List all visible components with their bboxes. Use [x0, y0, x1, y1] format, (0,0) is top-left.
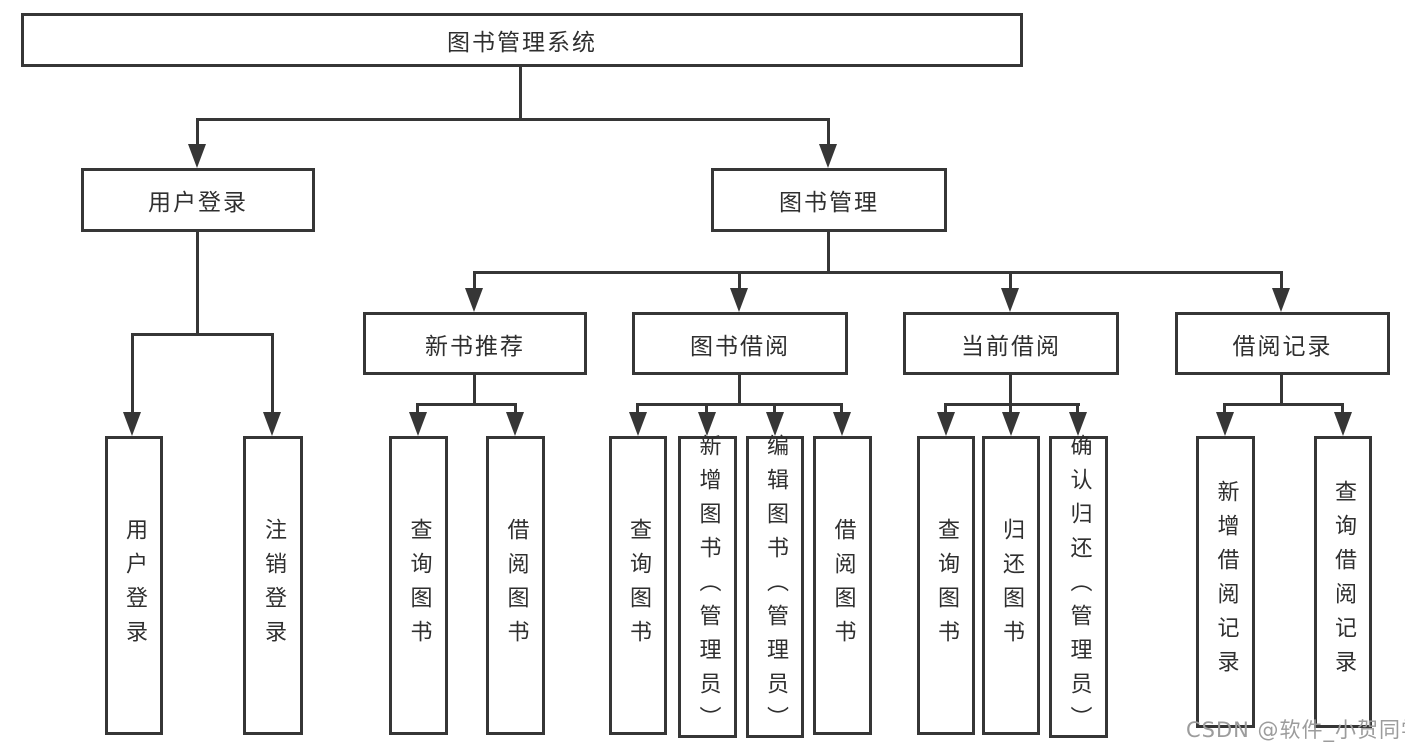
arrowhead — [409, 412, 427, 436]
leaf-add-borrow-record: 新增借阅记录 — [1196, 436, 1255, 728]
arrowhead-new-book — [465, 288, 483, 312]
node-book-borrowing: 图书借阅 — [632, 312, 848, 375]
leaf-borrow-books-recommend-label: 借阅图书 — [503, 517, 529, 654]
connector-stem-leaf-logout — [271, 333, 274, 414]
csdn-watermark: CSDN @软件_小贺同学 — [1186, 718, 1405, 742]
connector-borrowing-records-branch — [1223, 403, 1344, 406]
connector-current-borrowing-trunk — [1009, 375, 1012, 405]
leaf-edit-books-admin: 编辑图书（管理员） — [746, 434, 804, 740]
connector-stem-leaf-user-login — [131, 333, 134, 414]
leaf-logout: 注销登录 — [243, 436, 303, 735]
connector-stem — [944, 403, 947, 414]
leaf-add-books-admin-label: 新增图书（管理员） — [695, 434, 721, 740]
node-library-system-label: 图书管理系统 — [447, 30, 597, 56]
connector-stem — [1223, 403, 1226, 414]
connector-new-book-branch — [416, 403, 517, 406]
leaf-query-borrow-record: 查询借阅记录 — [1314, 436, 1372, 728]
leaf-query-books-borrowing: 查询图书 — [609, 436, 667, 735]
connector-new-book-trunk — [473, 375, 476, 405]
leaf-logout-label: 注销登录 — [261, 517, 286, 654]
node-borrowing-records-label: 借阅记录 — [1232, 333, 1333, 360]
leaf-query-borrow-record-label: 查询借阅记录 — [1331, 480, 1356, 684]
leaf-confirm-return-admin: 确认归还（管理员） — [1049, 434, 1108, 740]
node-new-book-recommendation: 新书推荐 — [363, 312, 587, 375]
connector-user-login-branch — [131, 333, 274, 336]
connector-current-borrowing-branch — [944, 403, 1080, 406]
leaf-return-books: 归还图书 — [982, 436, 1040, 735]
connector-stem — [514, 403, 517, 414]
arrowhead-book-borrow — [730, 288, 748, 312]
leaf-borrow-books: 借阅图书 — [813, 436, 872, 735]
connector-stem — [1341, 403, 1344, 414]
connector-stem — [840, 403, 843, 414]
arrowhead — [506, 412, 524, 436]
connector-stem — [1009, 403, 1012, 414]
connector-root-trunk — [519, 67, 522, 120]
arrowhead — [629, 412, 647, 436]
connector-stem-book-borrow — [738, 271, 741, 290]
arrowhead — [1216, 412, 1234, 436]
connector-book-borrowing-trunk — [738, 375, 741, 405]
leaf-query-books-current: 查询图书 — [917, 436, 975, 735]
leaf-user-login: 用户登录 — [105, 436, 163, 735]
leaf-query-books-recommend-label: 查询图书 — [406, 517, 432, 654]
node-book-management: 图书管理 — [711, 168, 947, 232]
node-current-borrowing: 当前借阅 — [903, 312, 1119, 375]
leaf-user-login-label: 用户登录 — [122, 517, 147, 654]
leaf-borrow-books-recommend: 借阅图书 — [486, 436, 545, 735]
connector-stem — [416, 403, 419, 414]
connector-stem — [1076, 403, 1079, 414]
connector-stem-current-borrow — [1009, 271, 1012, 290]
leaf-confirm-return-admin-label: 确认归还（管理员） — [1066, 434, 1092, 740]
connector-stem-user-login — [196, 118, 199, 146]
node-user-login-label: 用户登录 — [148, 190, 248, 216]
arrowhead — [766, 412, 784, 436]
connector-stem-book-management — [827, 118, 830, 146]
node-library-system: 图书管理系统 — [21, 13, 1023, 67]
leaf-query-books-current-label: 查询图书 — [934, 517, 959, 654]
leaf-edit-books-admin-label: 编辑图书（管理员） — [763, 434, 788, 740]
connector-root-branch — [196, 118, 830, 121]
arrowhead — [833, 412, 851, 436]
connector-book-borrowing-branch — [636, 403, 843, 406]
arrowhead — [937, 412, 955, 436]
connector-stem-borrow-records — [1280, 271, 1283, 290]
connector-borrowing-records-trunk — [1280, 375, 1283, 405]
connector-stem-new-book — [473, 271, 476, 290]
arrowhead-current-borrow — [1001, 288, 1019, 312]
leaf-return-books-label: 归还图书 — [999, 517, 1024, 654]
arrowhead-user-login — [188, 144, 206, 168]
arrowhead — [1069, 412, 1087, 436]
leaf-query-books-borrowing-label: 查询图书 — [626, 517, 651, 654]
arrowhead-leaf-user-login — [123, 412, 141, 436]
connector-user-login-trunk — [196, 232, 199, 336]
arrowhead-leaf-logout — [263, 412, 281, 436]
arrowhead — [698, 412, 716, 436]
node-user-login: 用户登录 — [81, 168, 315, 232]
leaf-add-borrow-record-label: 新增借阅记录 — [1213, 480, 1239, 684]
node-current-borrowing-label: 当前借阅 — [961, 333, 1061, 360]
connector-stem — [705, 403, 708, 414]
arrowhead — [1334, 412, 1352, 436]
node-new-book-recommendation-label: 新书推荐 — [425, 333, 525, 360]
connector-book-management-trunk — [827, 232, 830, 274]
node-book-management-label: 图书管理 — [779, 190, 879, 216]
leaf-borrow-books-label: 借阅图书 — [830, 517, 856, 654]
node-book-borrowing-label: 图书借阅 — [690, 333, 790, 360]
leaf-add-books-admin: 新增图书（管理员） — [678, 434, 737, 740]
connector-stem — [773, 403, 776, 414]
arrowhead — [1002, 412, 1020, 436]
connector-book-management-branch — [473, 271, 1283, 274]
node-borrowing-records: 借阅记录 — [1175, 312, 1390, 375]
arrowhead-book-management — [819, 144, 837, 168]
leaf-query-books-recommend: 查询图书 — [389, 436, 448, 735]
arrowhead-borrow-records — [1272, 288, 1290, 312]
connector-stem — [636, 403, 639, 414]
